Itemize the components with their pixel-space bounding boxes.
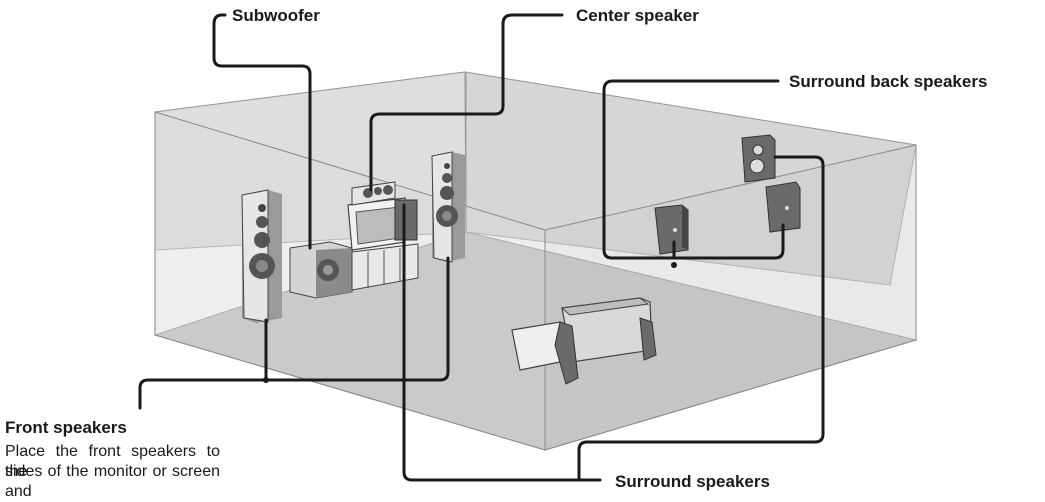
subwoofer-callout [212, 13, 312, 250]
center-speaker-unit [351, 181, 396, 206]
surround-right-speaker [765, 181, 801, 233]
front-right-speaker [431, 151, 465, 263]
front-speakers-description-line1: Place the front speakers to the [5, 443, 220, 480]
surround-callout [402, 203, 602, 482]
tv-and-stand [347, 197, 419, 291]
front-left-speaker [241, 189, 282, 323]
surround-back-label: Surround back speakers [789, 72, 988, 91]
surround-left-speaker [654, 204, 689, 255]
subwoofer-unit [289, 241, 353, 299]
surround-back-speaker-unit [741, 134, 776, 183]
front-speakers-description-line2: sides of the monitor or screen and [5, 463, 220, 500]
center-speaker-label: Center speaker [576, 6, 699, 25]
front-speakers-label: Front speakers [5, 418, 127, 437]
sofa [511, 297, 657, 385]
front-callout [138, 256, 450, 410]
surround-speakers-label: Surround speakers [615, 472, 770, 491]
center-callout [369, 13, 564, 192]
surround-back-callout [602, 79, 785, 260]
callout-lines [138, 13, 825, 482]
subwoofer-label: Subwoofer [232, 6, 320, 25]
